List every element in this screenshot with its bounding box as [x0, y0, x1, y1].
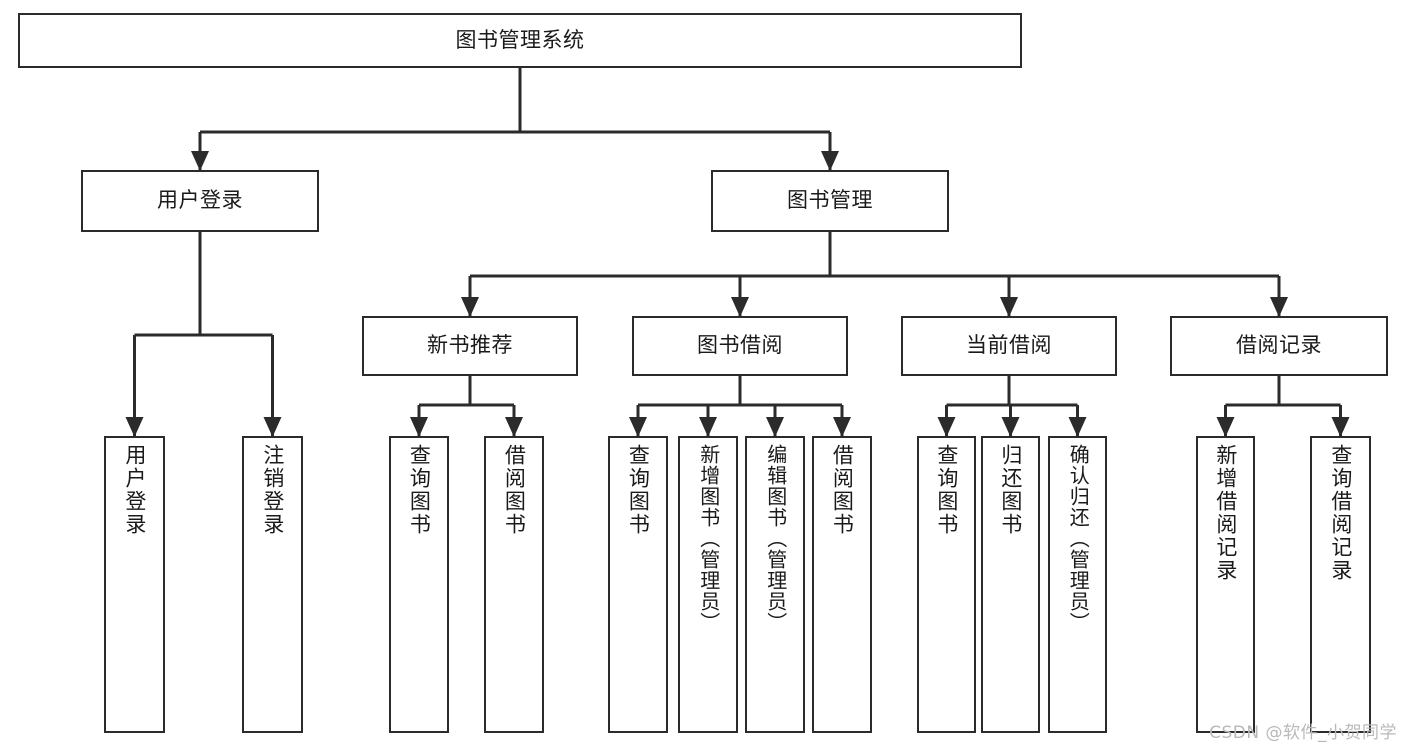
node-label: 确认归还（管理员） — [1066, 444, 1091, 633]
node-label: 图书管理系统 — [455, 27, 585, 52]
node-label: 查询图书 — [626, 444, 651, 536]
node-new-book-recommend[interactable]: 新书推荐 — [362, 316, 578, 376]
node-label: 查询图书 — [934, 444, 959, 536]
node-label: 查询图书 — [407, 444, 432, 536]
arrow-head-icon-leaf-confirm-return — [1068, 417, 1087, 437]
arrow-head-icon-leaf-user-logout — [263, 417, 282, 437]
node-leaf-query-record[interactable]: 查询借阅记录 — [1310, 436, 1371, 733]
node-label: 新增借阅记录 — [1213, 444, 1238, 582]
arrow-head-icon-leaf-borrow-book-2 — [833, 417, 851, 437]
arrow-head-icon-leaf-user-login — [125, 417, 144, 437]
node-leaf-add-record[interactable]: 新增借阅记录 — [1196, 436, 1255, 733]
node-leaf-query-book-3[interactable]: 查询图书 — [917, 436, 976, 733]
arrow-head-icon-borrow-record — [1270, 297, 1288, 317]
arrow-head-icon-book-manage — [821, 151, 839, 171]
node-leaf-borrow-book-2[interactable]: 借阅图书 — [812, 436, 872, 733]
node-leaf-query-book-1[interactable]: 查询图书 — [389, 436, 449, 733]
node-label: 图书借阅 — [697, 333, 783, 358]
node-leaf-add-book[interactable]: 新增图书（管理员） — [678, 436, 738, 733]
node-label: 新书推荐 — [427, 333, 513, 358]
arrow-head-icon-leaf-borrow-book-1 — [505, 417, 523, 437]
arrow-head-icon-leaf-query-book-2 — [629, 417, 647, 437]
node-label: 借阅记录 — [1236, 333, 1322, 358]
node-leaf-edit-book[interactable]: 编辑图书（管理员） — [745, 436, 805, 733]
node-leaf-user-login[interactable]: 用户登录 — [104, 436, 165, 733]
watermark-text: CSDN @软件_小贺同学 — [1209, 723, 1397, 743]
node-label: 借阅图书 — [502, 444, 527, 536]
node-leaf-user-logout[interactable]: 注销登录 — [242, 436, 303, 733]
arrow-head-icon-new-book-recommend — [461, 297, 479, 317]
arrow-head-icon-leaf-query-book-3 — [937, 417, 956, 437]
arrow-head-icon-leaf-return-book — [1001, 417, 1020, 437]
node-label: 查询借阅记录 — [1328, 444, 1353, 582]
node-label: 新增图书（管理员） — [696, 444, 721, 633]
arrow-head-icon-leaf-add-book — [699, 417, 717, 437]
node-leaf-borrow-book-1[interactable]: 借阅图书 — [484, 436, 544, 733]
node-leaf-return-book[interactable]: 归还图书 — [981, 436, 1040, 733]
node-book-manage[interactable]: 图书管理 — [711, 170, 949, 232]
arrow-head-icon-leaf-edit-book — [766, 417, 784, 437]
arrow-head-icon-leaf-query-record — [1331, 417, 1350, 437]
arrow-head-icon-user-login — [191, 151, 209, 171]
arrow-head-icon-book-borrow — [731, 297, 749, 317]
node-label: 图书管理 — [787, 188, 873, 213]
node-label: 编辑图书（管理员） — [763, 444, 788, 633]
node-current-borrow[interactable]: 当前借阅 — [901, 316, 1117, 376]
node-label: 当前借阅 — [966, 333, 1052, 358]
arrow-head-icon-leaf-query-book-1 — [410, 417, 428, 437]
node-borrow-record[interactable]: 借阅记录 — [1170, 316, 1388, 376]
node-book-borrow[interactable]: 图书借阅 — [632, 316, 848, 376]
node-root[interactable]: 图书管理系统 — [18, 13, 1022, 68]
node-label: 归还图书 — [998, 444, 1023, 536]
node-user-login[interactable]: 用户登录 — [81, 170, 319, 232]
node-leaf-confirm-return[interactable]: 确认归还（管理员） — [1048, 436, 1107, 733]
node-label: 用户登录 — [122, 444, 147, 536]
node-label: 注销登录 — [260, 444, 285, 536]
node-label: 借阅图书 — [830, 444, 855, 536]
arrow-head-icon-current-borrow — [1000, 297, 1018, 317]
arrow-head-icon-leaf-add-record — [1216, 417, 1235, 437]
node-label: 用户登录 — [157, 188, 243, 213]
node-leaf-query-book-2[interactable]: 查询图书 — [608, 436, 668, 733]
